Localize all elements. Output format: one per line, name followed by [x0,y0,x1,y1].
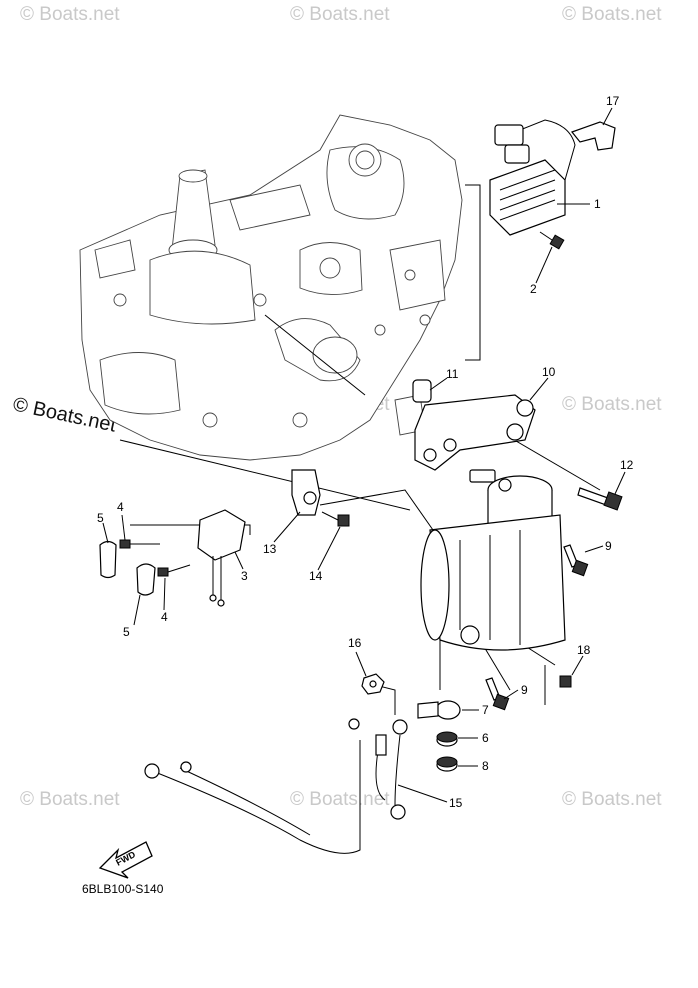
part-starter-motor[interactable] [420,469,566,651]
part-terminal-7[interactable] [417,700,461,720]
watermark: © Boats.net [290,789,390,810]
callout-18: 18 [577,643,591,657]
callout-4-upper: 4 [117,500,124,514]
watermark: © Boats.net [562,4,662,25]
callout-13: 13 [263,542,277,556]
callout-10: 10 [542,365,556,379]
part-bolt-18[interactable] [544,665,572,705]
callout-6: 6 [482,731,489,745]
callout-9-lower: 9 [521,683,528,697]
callout-17: 17 [606,94,620,108]
part-regulator[interactable] [489,119,576,236]
watermark: © Boats.net [562,394,662,415]
callout-5-lower: 5 [123,625,130,639]
part-nut-16[interactable] [361,673,385,695]
part-cap-5-upper[interactable] [99,540,117,579]
part-bolt-2[interactable] [539,231,565,250]
part-cap-5-lower[interactable] [136,563,156,596]
part-collar-11[interactable] [412,379,432,403]
part-nut-6[interactable] [436,731,458,747]
drawing-code: 6BLB100-S140 [82,882,164,896]
part-rectifier-3[interactable] [197,509,246,607]
watermark: © Boats.net [20,789,120,810]
part-screw-4-lower[interactable] [157,564,191,577]
callout-15: 15 [449,796,463,810]
callout-7: 7 [482,703,489,717]
part-starter-bracket[interactable] [414,394,536,471]
callout-16: 16 [348,636,362,650]
callout-11: 11 [446,367,459,381]
engine-block-illustration [79,114,463,461]
callout-1: 1 [594,197,601,211]
part-bolt-14[interactable] [321,511,350,527]
callout-labels: 17 1 2 11 10 12 4 5 3 13 14 9 5 4 16 18 … [97,94,634,810]
part-clamp[interactable] [571,121,616,151]
part-screw-4-upper[interactable] [119,539,160,549]
part-bolt-9-upper[interactable] [563,544,589,577]
assembly-guide-lines [119,184,601,715]
fwd-arrow: FWD [98,841,153,879]
callout-3: 3 [241,569,248,583]
callout-4-lower: 4 [161,610,168,624]
watermark: © Boats.net [20,4,120,25]
callout-9-upper: 9 [605,539,612,553]
callout-8: 8 [482,759,489,773]
part-cable-15[interactable] [144,718,408,854]
watermark: © Boats.net [562,789,662,810]
part-sensor-13[interactable] [291,469,321,516]
part-nut-8[interactable] [436,756,458,772]
callout-5-upper: 5 [97,511,104,525]
watermark: © Boats.net [290,4,390,25]
callout-12: 12 [620,458,634,472]
part-bolt-12[interactable] [577,487,623,511]
callout-2: 2 [530,282,537,296]
callout-14: 14 [309,569,323,583]
callout-leader-lines [102,107,626,803]
